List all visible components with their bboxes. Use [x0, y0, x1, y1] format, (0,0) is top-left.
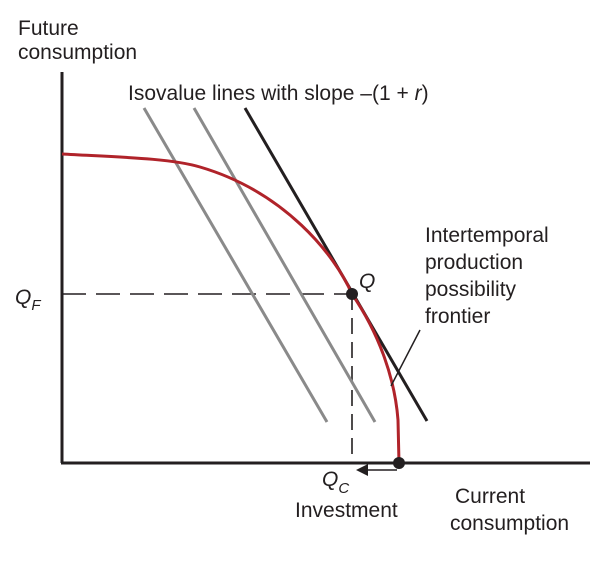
tangency-point-q	[346, 288, 358, 300]
y-axis-label-line-1: Future	[18, 17, 79, 40]
point-q-label: Q	[359, 270, 375, 293]
frontier-label-line-2: production	[425, 251, 523, 274]
qc-label: QC	[322, 468, 349, 497]
x-axis-label-line-2: consumption	[450, 512, 569, 535]
isovalue-label-prefix: Isovalue lines with slope –(1 +	[128, 82, 415, 105]
y-axis-label-line-2: consumption	[18, 41, 137, 64]
frontier-label-line-3: possibility	[425, 278, 517, 301]
frontier-label-line-1: Intertemporal	[425, 224, 549, 247]
investment-arrow-head	[356, 464, 368, 476]
qc-label-sub: C	[338, 480, 349, 497]
x-axis-label: Current consumption	[450, 485, 569, 535]
isovalue-label-r: r	[415, 82, 423, 105]
isovalue-line-2	[192, 107, 377, 423]
qf-label: QF	[15, 286, 41, 314]
qf-label-sub: F	[31, 297, 41, 314]
isovalue-line-1	[142, 107, 329, 423]
frontier-label-line-4: frontier	[425, 305, 490, 328]
investment-label: Investment	[295, 499, 398, 522]
frontier-endpoint	[393, 457, 405, 469]
qf-label-main: Q	[15, 286, 31, 309]
isovalue-lines-label: Isovalue lines with slope –(1 + r)	[128, 82, 429, 105]
y-axis-label: Future consumption	[18, 17, 137, 64]
frontier-label-pointer	[390, 329, 421, 387]
frontier-label: Intertemporal production possibility fro…	[425, 224, 555, 328]
isovalue-label-suffix: )	[422, 82, 429, 105]
production-possibility-frontier-curve	[61, 152, 401, 464]
x-axis-label-line-1: Current	[455, 485, 525, 508]
qc-label-main: Q	[322, 468, 338, 491]
